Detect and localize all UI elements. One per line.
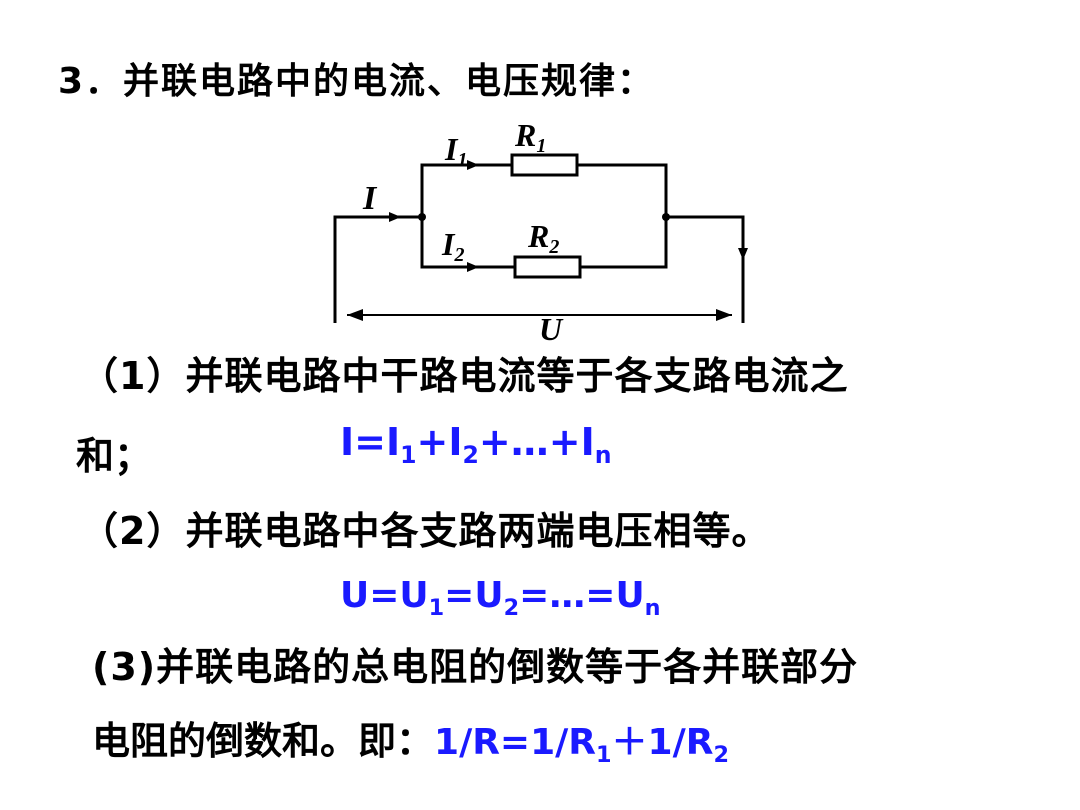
current-formula: I=I1+I2+…+In [340,420,612,470]
slide-title: 3．并联电路中的电流、电压规律： [58,61,656,102]
branch2-wire-left [420,217,515,269]
voltage-arrow-left [347,309,363,321]
parallel-circuit-diagram: I1 R1 I I2 R2 U [333,117,748,347]
rule3-line2-text: 电阻的倒数和。即： [92,719,435,763]
arrow-right-down [738,248,748,260]
resistor-r1 [510,153,579,177]
arrow-main-current [389,212,401,222]
arrow-i1 [467,160,479,170]
label-i1: I1 [444,131,467,171]
label-u: U [539,311,564,347]
branch1-wire-left [420,163,512,217]
rule3-line1: (3)并联电路的总电阻的倒数等于各并联部分 [92,645,859,689]
rule1-line1: （1）并联电路中干路电流等于各支路电流之 [80,354,849,398]
label-r2: R2 [527,218,559,258]
junction-right [662,213,670,221]
main-wire-right [666,215,745,323]
voltage-arrow-right [716,309,732,321]
label-i2: I2 [441,226,464,266]
branch2-wire-right [580,217,668,269]
rule2-line1: （2）并联电路中各支路两端电压相等。 [80,509,771,553]
arrow-i2 [467,262,479,272]
branch1-wire-right [577,163,668,217]
label-i: I [362,180,378,217]
main-wire-left [333,215,422,323]
label-r1: R1 [514,117,546,157]
rule3-line2: 电阻的倒数和。即：1/R=1/R1＋1/R2 [92,710,729,768]
rule1-line2: 和； [76,434,153,478]
resistance-formula: 1/R=1/R1＋1/R2 [434,722,729,768]
voltage-formula: U=U1=U2=…=Un [340,575,661,621]
resistor-r2 [513,255,582,279]
junction-left [418,213,426,221]
